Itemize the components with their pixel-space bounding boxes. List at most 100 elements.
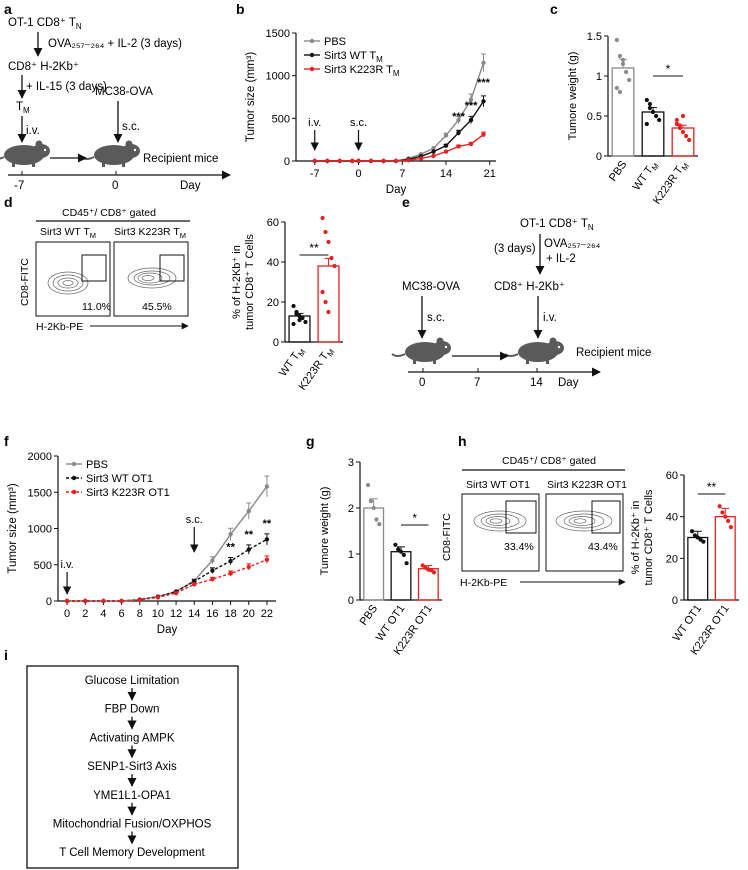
data-point	[431, 149, 436, 154]
data-point	[210, 558, 215, 563]
bar	[363, 507, 385, 601]
data-point	[456, 144, 461, 149]
panel-h-pct2: 43.4%	[588, 541, 618, 553]
data-point	[398, 549, 404, 554]
y-tick-label: 0	[273, 337, 279, 349]
panel-d-flow: CD45⁺/ CD8⁺ gated Sirt3 WT TM Sirt3 K223…	[19, 207, 190, 333]
y-axis-label: Tumore weight (g)	[319, 487, 331, 576]
legend-marker	[71, 475, 77, 481]
x-tick-label: 0	[64, 608, 70, 620]
data-point	[701, 539, 706, 544]
panel-i-box	[26, 665, 239, 869]
panel-d-plot2-title: Sirt3 K223R TM	[114, 226, 186, 240]
significance-label: **	[707, 480, 717, 494]
data-point	[173, 590, 179, 596]
data-point	[246, 547, 251, 552]
significance-label: *	[666, 62, 671, 76]
data-point	[300, 315, 305, 321]
mouse-icon	[391, 336, 452, 365]
panel-h-plot2-frame	[545, 493, 624, 572]
data-point	[481, 132, 486, 137]
data-point	[393, 158, 399, 164]
data-point	[393, 542, 398, 547]
panel-a-line2: OVA₂₅₇₋₂₆₄ + IL-2 (3 days)	[48, 38, 182, 50]
y-axis-label: Tumor size (mm³)	[245, 52, 257, 142]
panel-d-ylabel: CD8-FITC	[19, 258, 31, 306]
x-tick-label: 21	[484, 168, 496, 180]
data-point	[723, 514, 728, 519]
data-point	[326, 309, 331, 315]
panel-letter-g: g	[306, 433, 315, 449]
panel-a-tick-m7: -7	[14, 180, 24, 192]
panel-a-sc: s.c.	[122, 121, 140, 133]
data-point	[677, 125, 683, 131]
data-point	[687, 137, 692, 143]
panel-a-line4: + IL-15 (3 days)	[26, 81, 107, 93]
data-point	[83, 598, 88, 604]
data-point	[192, 582, 197, 587]
panel-d-gate-title: CD45⁺/ CD8⁺ gated	[62, 207, 156, 219]
data-point	[620, 57, 626, 63]
data-point	[644, 97, 649, 103]
data-point	[725, 518, 731, 523]
pathway-step: YME1L1-OPA1	[93, 790, 171, 802]
panel-d-plot1-frame	[35, 241, 111, 317]
data-point	[680, 113, 686, 119]
y-tick-label: 500	[272, 113, 290, 125]
panel-h-gate-title: CD45⁺/ CD8⁺ gated	[502, 455, 596, 467]
panel-a-recipient: Recipient mice	[143, 153, 218, 165]
annotation-label: s.c.	[186, 514, 203, 526]
data-point	[350, 158, 355, 164]
panel-h-flow: CD45⁺/ CD8⁺ gated Sirt3 WT OT1 Sirt3 K22…	[441, 455, 627, 589]
panel-e-tick-0: 0	[419, 377, 425, 389]
data-point	[294, 311, 299, 317]
data-point	[456, 130, 461, 136]
panel-e-mc38: MC38-OVA	[402, 281, 460, 293]
x-tick-label: 2	[82, 608, 88, 620]
panel-a-line3: CD8⁺ H-2Kb⁺	[8, 61, 79, 73]
panel-d-gate2	[159, 254, 185, 282]
y-tick-label: 60	[666, 470, 678, 482]
data-point	[456, 117, 461, 123]
y-tick-label: 0	[672, 595, 678, 607]
panel-e-cd8: CD8⁺ H-2Kb⁺	[494, 281, 565, 293]
data-point	[443, 149, 449, 154]
panel-d-pct2: 45.5%	[142, 301, 172, 313]
data-point	[680, 129, 686, 135]
data-point	[264, 557, 270, 562]
x-tick-label: 8	[137, 608, 143, 620]
data-point	[404, 561, 409, 566]
y-tick-label: 40	[666, 512, 678, 524]
data-point	[264, 537, 270, 542]
y-tick-label: 1.5	[587, 31, 602, 43]
panel-h-plot1-frame	[461, 493, 540, 572]
panel-letter-f: f	[4, 433, 9, 449]
panel-a-mc38: MC38-OVA	[95, 86, 153, 98]
data-point	[291, 321, 296, 327]
data-point	[210, 568, 215, 573]
legend-label: Sirt3 K223R TM	[324, 64, 400, 78]
y-tick-label: 0	[348, 595, 354, 607]
data-point	[368, 158, 374, 164]
category-label: PBS	[607, 159, 629, 184]
data-point	[620, 61, 626, 67]
panel-h-gate2	[591, 500, 621, 534]
panel-h-xlabel: H-2Kb-PE	[460, 577, 507, 589]
panel-a-day: Day	[180, 180, 201, 192]
data-point	[228, 558, 233, 564]
panel-d-gate1	[81, 254, 107, 282]
data-point	[228, 532, 233, 537]
series-line	[67, 486, 268, 602]
y-tick-label: 1500	[28, 487, 52, 499]
significance-label: **	[263, 518, 272, 530]
data-point	[623, 69, 629, 75]
legend-marker	[71, 489, 77, 495]
panel-letters: a b c d e f g h i	[4, 1, 558, 663]
legend-marker	[309, 52, 315, 58]
y-axis-label: % of H-2Kb⁺ in	[231, 245, 243, 319]
panel-e-schematic: OT-1 CD8⁺ TN (3 days) OVA₂₅₇₋₂₆₄ + IL-2 …	[391, 218, 651, 389]
y-tick-label: 0	[46, 596, 52, 608]
